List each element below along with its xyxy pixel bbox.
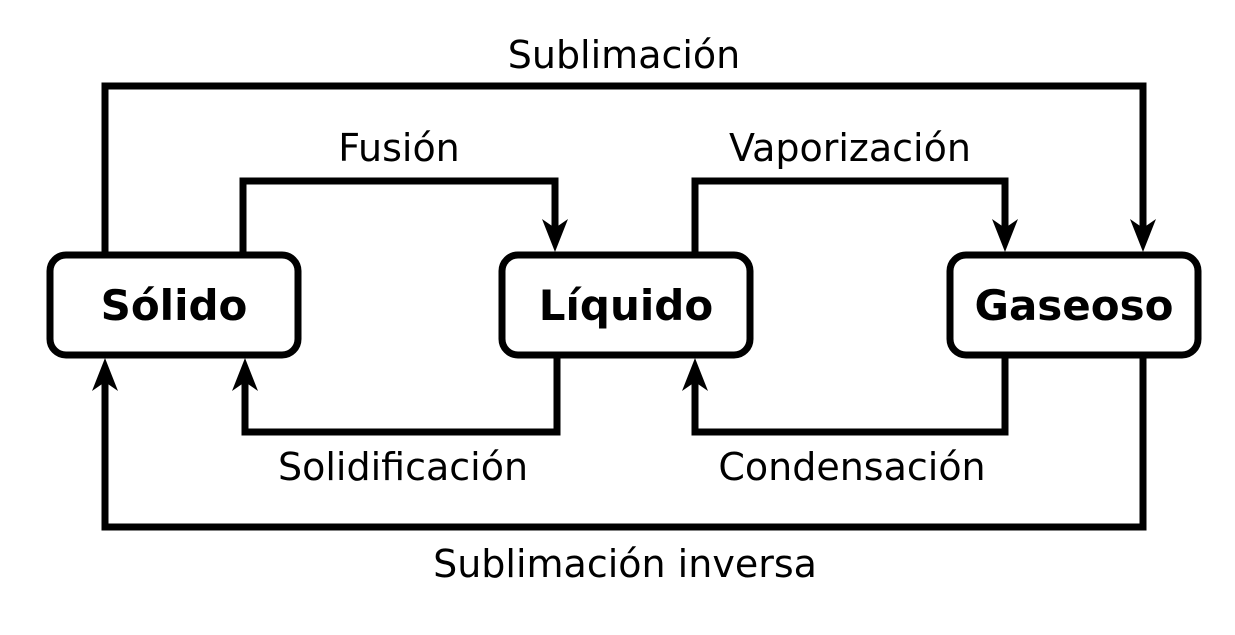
edge-solidificacion: Solidificación xyxy=(232,354,561,489)
edge-fusion-line xyxy=(239,177,559,256)
edge-fusion-arrowhead xyxy=(542,219,568,252)
edge-sublimacion-inversa: Sublimación inversa xyxy=(92,354,1147,586)
edge-label-fusion: Fusión xyxy=(338,126,460,170)
edge-condensacion: Condensación xyxy=(682,354,1009,489)
edge-vaporizacion-arrowhead xyxy=(992,219,1018,252)
edge-label-sublimacion-inversa: Sublimación inversa xyxy=(433,542,817,586)
edge-vaporizacion-line xyxy=(691,177,1009,256)
node-solido: Sólido xyxy=(46,251,302,359)
node-solido-box xyxy=(46,251,302,359)
node-gaseoso: Gaseoso xyxy=(946,251,1202,359)
edge-label-vaporizacion: Vaporización xyxy=(729,126,971,170)
edge-vaporizacion: Vaporización xyxy=(691,126,1018,256)
edge-fusion: Fusión xyxy=(239,126,568,256)
edge-label-condensacion: Condensación xyxy=(718,445,985,489)
edge-sublimacion: Sublimación xyxy=(101,33,1156,256)
edge-solidificacion-line xyxy=(241,354,561,436)
edge-condensacion-line xyxy=(691,354,1009,436)
node-liquido: Líquido xyxy=(498,251,754,359)
node-liquido-box xyxy=(498,251,754,359)
edge-label-solidificacion: Solidificación xyxy=(278,445,528,489)
node-label-solido: Sólido xyxy=(101,281,248,330)
edge-condensacion-arrowhead xyxy=(682,358,708,391)
edge-sublimacion-arrowhead xyxy=(1130,219,1156,252)
edge-sublimacion-line xyxy=(101,82,1147,256)
edge-sublimacion-inversa-arrowhead xyxy=(92,358,118,391)
edge-solidificacion-arrowhead xyxy=(232,358,258,391)
edge-label-sublimacion: Sublimación xyxy=(508,33,741,77)
edge-sublimacion-inversa-line xyxy=(101,354,1147,531)
node-label-liquido: Líquido xyxy=(539,281,713,330)
node-gaseoso-box xyxy=(946,251,1202,359)
node-label-gaseoso: Gaseoso xyxy=(974,281,1173,330)
